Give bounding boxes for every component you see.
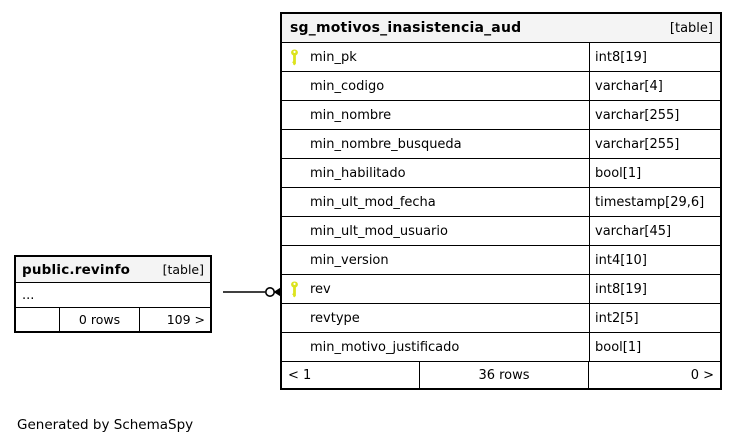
primary-key-icon [290,252,310,269]
column-name: min_nombre_busqueda [310,136,462,152]
main-footer-children: 0 > [588,362,720,388]
table-row: min_ult_mod_fecha timestamp[29,6] [282,187,720,216]
primary-key-icon [290,165,310,182]
column-name: min_ult_mod_usuario [310,223,448,239]
column-name-cell: min_ult_mod_usuario [282,217,590,245]
revinfo-table-header[interactable]: public.revinfo [table] [16,257,210,282]
primary-key-icon [290,339,310,356]
revinfo-footer-rowcount: 0 rows [59,308,139,331]
table-row: rev int8[19] [282,274,720,303]
primary-key-icon [290,281,310,298]
column-name: min_motivo_justificado [310,339,460,355]
primary-key-icon [290,136,310,153]
column-name-cell: min_motivo_justificado [282,333,590,361]
revinfo-table-type-label: [table] [162,262,204,277]
revinfo-footer-children: 109 > [139,308,210,331]
column-type: int8[19] [595,49,647,65]
column-name: min_codigo [310,78,385,94]
column-name: rev [310,281,331,297]
column-type: varchar[45] [595,223,672,239]
column-type: bool[1] [595,165,642,181]
column-name: min_nombre [310,107,392,123]
main-table[interactable]: sg_motivos_inasistencia_aud [table] min_… [280,12,722,390]
column-name: min_habilitado [310,165,406,181]
table-row: min_version int4[10] [282,245,720,274]
primary-key-icon [290,310,310,327]
column-name: min_version [310,252,389,268]
generated-by-caption: Generated by SchemaSpy [17,417,194,433]
main-footer-rowcount: 36 rows [419,362,588,388]
column-name: min_pk [310,49,357,65]
zero-circle-icon [264,287,275,297]
revinfo-collapsed-columns: ... [16,282,210,307]
primary-key-icon [290,223,310,240]
main-table-header[interactable]: sg_motivos_inasistencia_aud [table] [282,14,720,42]
table-row: revtype int2[5] [282,303,720,332]
column-name: min_ult_mod_fecha [310,194,436,210]
main-footer-parents: < 1 [288,367,312,383]
column-name-cell: min_ult_mod_fecha [282,188,590,216]
primary-key-icon [290,107,310,124]
revinfo-footer-parents [16,308,59,331]
main-table-title: sg_motivos_inasistencia_aud [290,20,522,36]
revinfo-table[interactable]: public.revinfo [table] ... 0 rows 109 > [14,255,212,333]
column-name-cell: min_codigo [282,72,590,100]
column-type: varchar[255] [595,136,680,152]
table-row: min_motivo_justificado bool[1] [282,332,720,361]
column-type: int4[10] [595,252,647,268]
primary-key-icon [290,78,310,95]
table-row: min_codigo varchar[4] [282,71,720,100]
column-type: varchar[255] [595,107,680,123]
column-type: int2[5] [595,310,639,326]
column-name: revtype [310,310,360,326]
column-type: timestamp[29,6] [595,194,705,210]
column-name-cell: min_version [282,246,590,274]
arrowhead-icon [273,287,281,297]
table-row: min_ult_mod_usuario varchar[45] [282,216,720,245]
column-type: varchar[4] [595,78,663,94]
table-row: min_pk int8[19] [282,42,720,71]
revinfo-table-title: public.revinfo [22,261,131,278]
column-name-cell: min_habilitado [282,159,590,187]
table-row: min_habilitado bool[1] [282,158,720,187]
column-name-cell: rev [282,275,590,303]
column-type: bool[1] [595,339,642,355]
main-table-footer: < 1 36 rows 0 > [282,361,720,388]
table-row: min_nombre_busqueda varchar[255] [282,129,720,158]
relationship-connector [223,287,281,297]
column-name-cell: min_pk [282,43,590,71]
column-type: int8[19] [595,281,647,297]
column-rows: min_pk int8[19] min_codigo varchar[4] [282,42,720,361]
column-name-cell: min_nombre [282,101,590,129]
primary-key-icon [290,49,310,66]
table-row: min_nombre varchar[255] [282,100,720,129]
column-name-cell: min_nombre_busqueda [282,130,590,158]
column-name-cell: revtype [282,304,590,332]
revinfo-table-footer: 0 rows 109 > [16,307,210,331]
main-table-type-label: [table] [669,20,713,36]
primary-key-icon [290,194,310,211]
